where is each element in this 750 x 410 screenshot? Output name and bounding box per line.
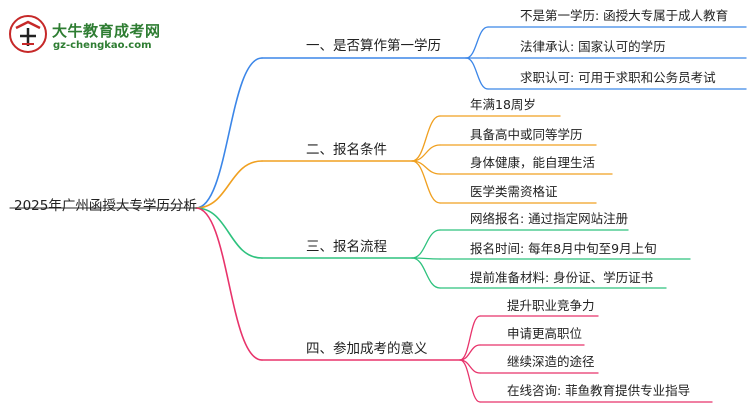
branch-4-curve <box>195 207 263 361</box>
branch-4-leaf-2-curve <box>459 344 481 361</box>
branch-3-leaf-1: 网络报名: 通过指定网站注册 <box>470 211 629 226</box>
branch-3-leaf-2: 报名时间: 每年8月中旬至9月上旬 <box>470 241 657 256</box>
branch-1-leaf-2: 法律承认: 国家认可的学历 <box>520 39 666 54</box>
branch-3-label: 三、报名流程 <box>306 239 387 255</box>
branch-1-leaf-3-curve <box>465 57 489 90</box>
branch-1-leaf-3: 求职认可: 可用于求职和公务员考试 <box>520 70 716 85</box>
branch-2-leaf-1-curve <box>411 115 441 162</box>
branch-2-leaf-4: 医学类需资格证 <box>470 184 558 199</box>
branch-4-label: 四、参加成考的意义 <box>306 341 428 357</box>
branch-4-leaf-4: 在线咨询: 菲鱼教育提供专业指导 <box>507 383 691 398</box>
branch-3-leaf-1-curve <box>411 229 441 259</box>
branch-1-leaf-1-curve <box>465 26 489 59</box>
branch-3-curve <box>195 207 263 259</box>
logo-title: 大牛教育成考网 <box>52 22 161 40</box>
branch-2-label: 二、报名条件 <box>306 142 387 158</box>
root-topic: 2025年广州函授大专学历分析 <box>14 198 197 214</box>
branch-4-leaf-4-curve <box>459 359 481 403</box>
branch-3-leaf-3-curve <box>411 257 441 289</box>
branch-1-curve <box>195 57 263 209</box>
branch-2-leaf-4-curve <box>411 160 441 204</box>
logo-mark-icon <box>9 15 47 53</box>
branch-1-label: 一、是否算作第一学历 <box>306 38 441 54</box>
branch-2-curve <box>195 160 263 209</box>
logo-url: gz-chengkao.com <box>53 40 152 51</box>
branch-2-leaf-1: 年满18周岁 <box>470 97 536 112</box>
branch-2-leaf-3: 身体健康，能自理生活 <box>470 155 596 170</box>
branch-2-leaf-2-curve <box>411 144 441 162</box>
branch-1-leaf-1: 不是第一学历: 函授大专属于成人教育 <box>520 8 729 23</box>
branch-2-leaf-2: 具备高中或同等学历 <box>470 127 583 142</box>
branch-4-leaf-1-curve <box>459 315 481 361</box>
branch-4-leaf-1: 提升职业竞争力 <box>507 298 595 313</box>
branch-3-leaf-3: 提前准备材料: 身份证、学历证书 <box>470 270 654 285</box>
branch-4-leaf-3: 继续深造的途径 <box>507 354 595 369</box>
branch-4-leaf-2: 申请更高职位 <box>507 326 583 341</box>
site-logo: 大牛教育成考网 gz-chengkao.com <box>8 14 218 58</box>
